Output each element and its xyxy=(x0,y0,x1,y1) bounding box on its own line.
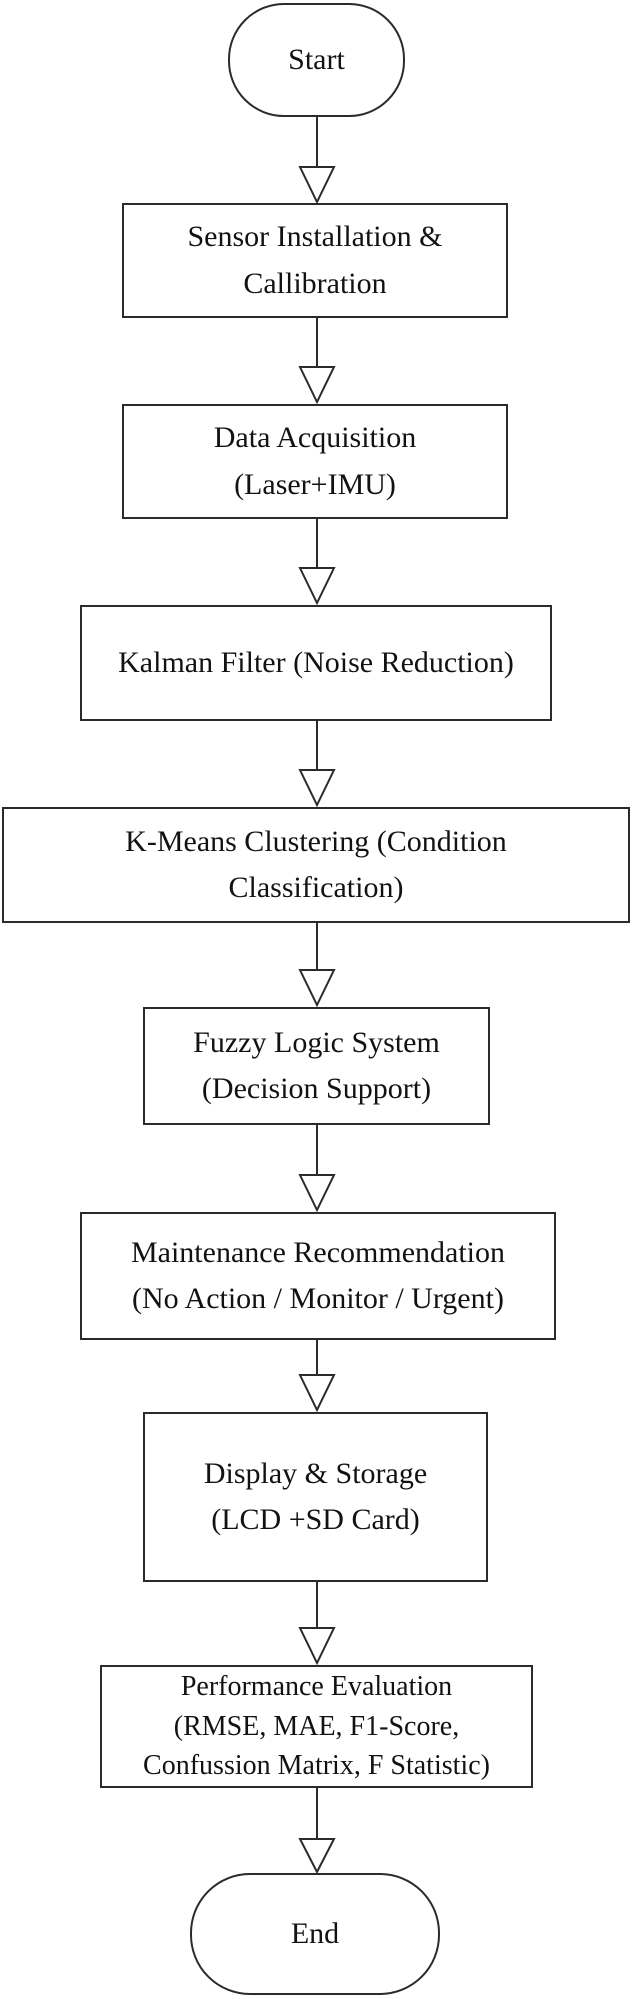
arrow-down-icon xyxy=(298,519,336,605)
node-display-storage: Display & Storage (LCD +SD Card) xyxy=(143,1412,488,1582)
node-fuzzy-logic-system: Fuzzy Logic System (Decision Support) xyxy=(143,1007,490,1125)
node-performance-evaluation: Performance Evaluation (RMSE, MAE, F1-Sc… xyxy=(100,1665,533,1788)
arrow-down-icon xyxy=(298,923,336,1007)
node-kalman-filter: Kalman Filter (Noise Reduction) xyxy=(80,605,552,721)
node-kmeans-clustering: K-Means Clustering (Condition Classifica… xyxy=(2,807,630,923)
arrow-down-icon xyxy=(298,1788,336,1873)
arrow-down-icon xyxy=(298,1125,336,1212)
node-data-acquisition: Data Acquisition (Laser+IMU) xyxy=(122,404,508,519)
node-start: Start xyxy=(228,3,405,117)
node-sensor-installation-callibration: Sensor Installation & Callibration xyxy=(122,203,508,318)
arrow-down-icon xyxy=(298,116,336,203)
arrow-down-icon xyxy=(298,1340,336,1412)
node-end: End xyxy=(190,1873,440,1995)
node-maintenance-recommendation: Maintenance Recommendation (No Action / … xyxy=(80,1212,556,1340)
arrow-down-icon xyxy=(298,721,336,807)
arrow-down-icon xyxy=(298,1582,336,1665)
arrow-down-icon xyxy=(298,318,336,404)
